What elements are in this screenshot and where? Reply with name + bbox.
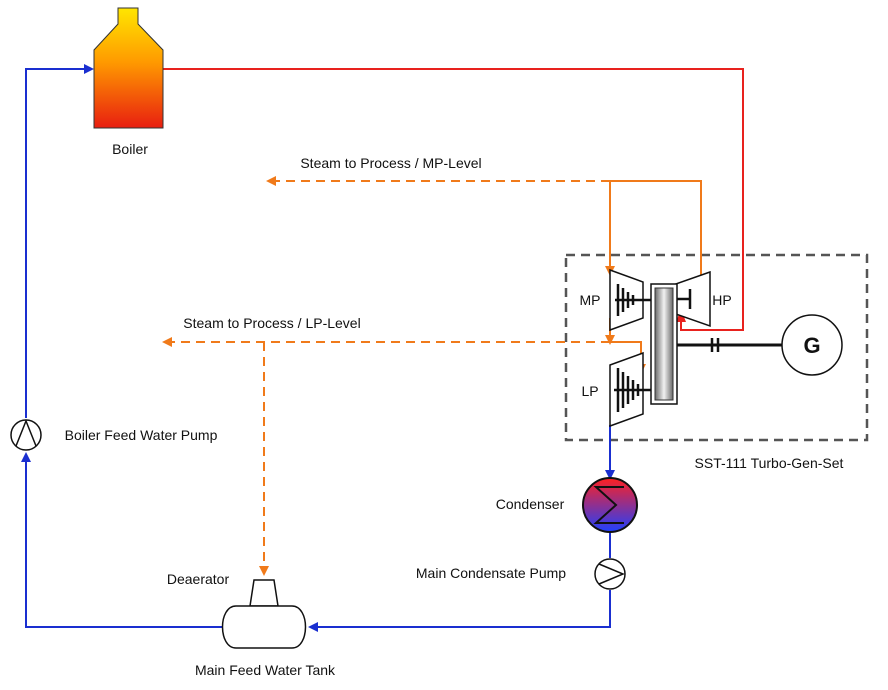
lp-exhaust-arrow (605, 470, 615, 480)
gearbox-wheel (654, 287, 674, 401)
turbo-set-label: SST-111 Turbo-Gen-Set (695, 455, 844, 471)
steam-mp-label: Steam to Process / MP-Level (300, 155, 481, 171)
tank-to-feed-pump-line (25, 460, 222, 628)
feed-pump-label: Boiler Feed Water Pump (65, 427, 218, 443)
turbo-set-housing (564, 253, 869, 442)
shaft-coupling (710, 338, 720, 352)
feed-pump-inlet-arrow (21, 452, 31, 462)
feed-pump-symbol (15, 418, 37, 447)
mp-label: MP (580, 292, 601, 308)
mp-to-lp-arrow (605, 335, 615, 345)
boiler (93, 7, 164, 129)
steam-to-mp-process-arrow (266, 176, 276, 186)
condenser (582, 477, 638, 533)
hp-label: HP (712, 292, 731, 308)
mp-turbine-blades (615, 284, 652, 316)
feed-water-arrow (84, 64, 94, 74)
boiler-label: Boiler (112, 141, 148, 157)
deaerator (249, 579, 279, 607)
mp-extraction-line (609, 180, 702, 278)
condensate-arrow (308, 622, 318, 632)
lp-steam-to-deaerator-arrow (259, 566, 269, 576)
condenser-label: Condenser (496, 496, 565, 512)
condensate-line (318, 590, 611, 628)
generator (781, 314, 843, 376)
main-feed-water-tank (221, 605, 307, 649)
steam-lp-label: Steam to Process / LP-Level (183, 315, 360, 331)
deaerator-label: Deaerator (167, 571, 230, 587)
feed-water-line (25, 68, 84, 418)
condenser-coil (593, 486, 624, 524)
lp-turbine-blades (614, 368, 652, 412)
condensate-pump-label: Main Condensate Pump (416, 565, 566, 581)
lp-label: LP (581, 383, 598, 399)
main-condensate-pump (594, 558, 626, 590)
steam-to-lp-process-arrow (162, 337, 172, 347)
condensate-pump-symbol (598, 563, 625, 585)
generator-label: G (803, 333, 820, 358)
feed-tank-label: Main Feed Water Tank (195, 662, 336, 678)
live-steam-line (163, 68, 744, 331)
